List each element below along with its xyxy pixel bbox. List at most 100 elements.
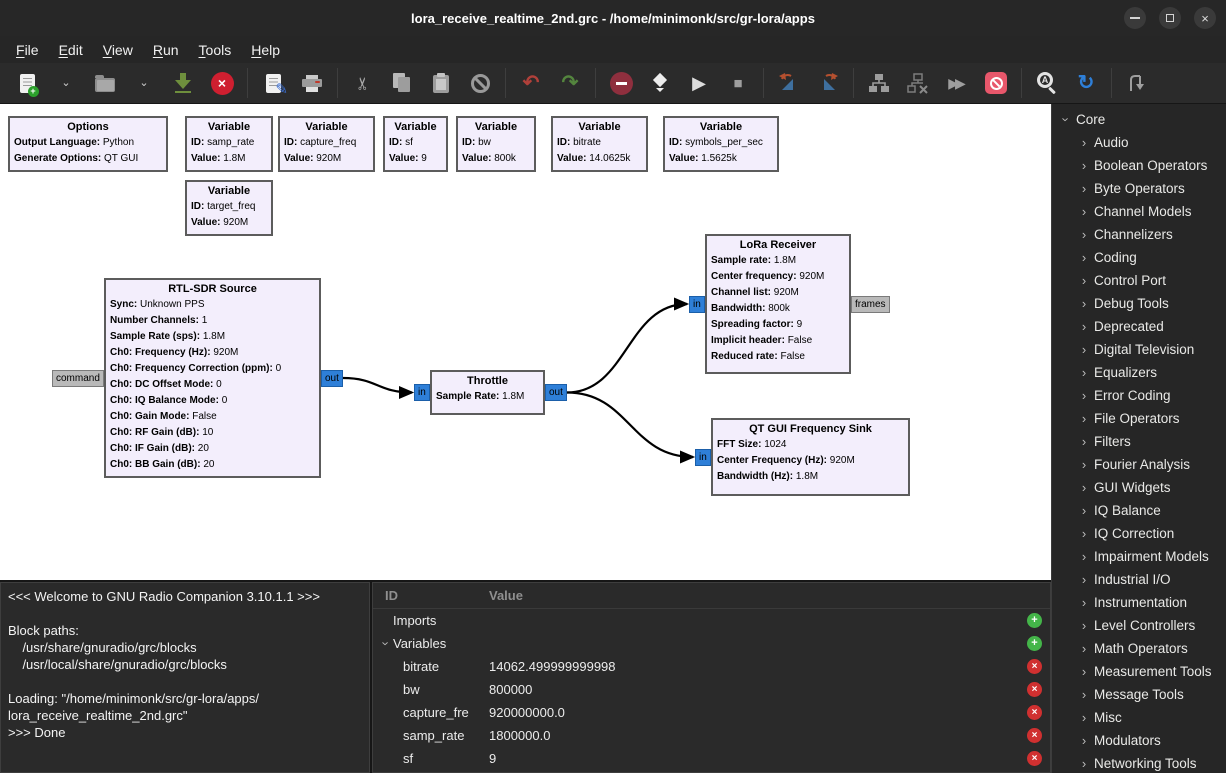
menu-view[interactable]: View [102,41,133,58]
chevron-right-icon[interactable]: › [1081,181,1087,196]
port-throttle-out[interactable]: out [545,384,567,401]
errors-icon[interactable] [608,70,634,96]
port-rtlsdr_source-command[interactable]: command [52,369,104,387]
chevron-right-icon[interactable]: › [1081,135,1087,150]
chevron-right-icon[interactable]: › [1081,388,1087,403]
library-item-file-operators[interactable]: ›File Operators [1052,407,1226,430]
reload-blocks-icon[interactable]: ↻ [1077,72,1095,94]
library-item-equalizers[interactable]: ›Equalizers [1052,361,1226,384]
chevron-right-icon[interactable]: › [1081,434,1087,449]
close-button[interactable]: × [1194,7,1216,29]
library-item-networking-tools[interactable]: ›Networking Tools [1052,752,1226,773]
menu-tools[interactable]: Tools [198,41,232,58]
chevron-right-icon[interactable]: › [1081,227,1087,242]
close-file-icon[interactable]: × [209,70,235,96]
chevron-right-icon[interactable]: › [1081,710,1087,725]
chevron-right-icon[interactable]: › [1081,756,1087,771]
library-item-channelizers[interactable]: ›Channelizers [1052,223,1226,246]
minimize-button[interactable] [1124,7,1146,29]
library-item-instrumentation[interactable]: ›Instrumentation [1052,591,1226,614]
wire-rtlsdr_source-to-throttle[interactable] [342,376,415,400]
print-icon[interactable] [299,70,325,96]
variable-row-imports[interactable]: Imports+ [373,609,1050,632]
chevron-right-icon[interactable]: › [1081,296,1087,311]
library-item-deprecated[interactable]: ›Deprecated [1052,315,1226,338]
chevron-right-icon[interactable]: › [1081,733,1087,748]
wire-throttle-to-lora_receiver[interactable] [566,297,690,394]
chevron-right-icon[interactable]: › [1081,273,1087,288]
kill-icon[interactable]: ■ [733,74,743,92]
library-item-debug-tools[interactable]: ›Debug Tools [1052,292,1226,315]
menu-run[interactable]: Run [152,41,179,58]
chevron-right-icon[interactable]: › [1081,595,1087,610]
disable-block-icon[interactable] [905,70,931,96]
library-item-audio[interactable]: ›Audio [1052,131,1226,154]
chevron-right-icon[interactable]: › [1081,687,1087,702]
menu-edit[interactable]: Edit [58,41,83,58]
new-file-icon[interactable]: + [14,70,40,97]
library-item-iq-balance[interactable]: ›IQ Balance [1052,499,1226,522]
port-lora_receiver-in[interactable]: in [689,295,705,313]
port-lora_receiver-frames[interactable]: frames [851,295,890,313]
rotate-cw-icon[interactable] [815,70,841,96]
variable-value[interactable]: 920000000.0 [489,705,565,720]
open-file-icon[interactable] [92,70,118,96]
chevron-right-icon[interactable]: › [1081,641,1087,656]
chevron-right-icon[interactable]: › [1081,480,1087,495]
chevron-right-icon[interactable]: › [1081,457,1087,472]
library-item-level-controllers[interactable]: ›Level Controllers [1052,614,1226,637]
chevron-right-icon[interactable]: › [1081,618,1087,633]
add-button[interactable]: + [1027,613,1042,628]
chevron-right-icon[interactable]: › [1081,365,1087,380]
library-item-misc[interactable]: ›Misc [1052,706,1226,729]
new-file-dropdown-icon[interactable]: ⌄ [61,76,71,89]
find-block-icon[interactable]: A [1034,70,1060,96]
copy-icon[interactable] [389,70,415,96]
variable-row-variables[interactable]: ›Variables+ [373,632,1050,655]
library-item-modulators[interactable]: ›Modulators [1052,729,1226,752]
cut-icon[interactable]: ✂ [353,75,373,91]
library-item-boolean-operators[interactable]: ›Boolean Operators [1052,154,1226,177]
chevron-right-icon[interactable]: › [1081,664,1087,679]
library-item-math-operators[interactable]: ›Math Operators [1052,637,1226,660]
paste-icon[interactable] [428,70,454,96]
remove-button[interactable]: × [1027,751,1042,766]
rotate-ccw-icon[interactable] [776,70,802,96]
chevron-right-icon[interactable]: › [1081,250,1087,265]
variable-value[interactable]: 800000 [489,682,533,697]
redo-icon[interactable]: ↷ [561,72,579,94]
port-rtlsdr_source-out[interactable]: out [321,369,343,387]
undo-icon[interactable]: ↶ [522,72,540,94]
toggle-disabled-blocks-icon[interactable] [983,70,1009,96]
add-button[interactable]: + [1027,636,1042,651]
chevron-right-icon[interactable]: › [1081,503,1087,518]
screen-capture-icon[interactable]: ✎ [260,70,288,97]
variable-value[interactable]: 1800000.0 [489,728,551,743]
library-item-filters[interactable]: ›Filters [1052,430,1226,453]
chevron-right-icon[interactable]: › [1081,572,1087,587]
chevron-right-icon[interactable]: › [1081,342,1087,357]
library-item-measurement-tools[interactable]: ›Measurement Tools [1052,660,1226,683]
library-item-digital-television[interactable]: ›Digital Television [1052,338,1226,361]
bypass-icon[interactable]: ▶▶ [948,75,965,91]
variable-value[interactable]: 14062.499999999998 [489,659,616,674]
generate-flowgraph-icon[interactable] [647,70,673,96]
wire-throttle-to-qtgui_freq_sink[interactable] [566,391,696,464]
library-item-control-port[interactable]: ›Control Port [1052,269,1226,292]
library-item-coding[interactable]: ›Coding [1052,246,1226,269]
